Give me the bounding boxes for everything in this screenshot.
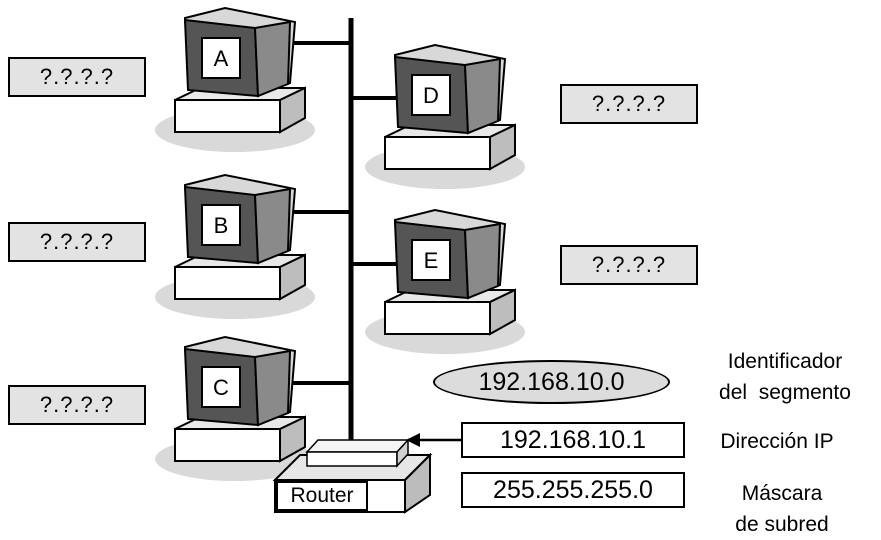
mask-description-line1: Máscara bbox=[741, 482, 823, 505]
router-card-side bbox=[396, 438, 409, 468]
segment-description-line2: del segmento bbox=[719, 381, 851, 404]
ip-box-c: ?.?.?.? bbox=[8, 385, 146, 425]
segment-description-line1: Identificador bbox=[727, 350, 843, 373]
ip-box-d: ?.?.?.? bbox=[560, 84, 698, 124]
gateway-description: Dirección IP bbox=[720, 430, 834, 453]
router-card-top bbox=[305, 439, 410, 453]
gateway-arrow-head bbox=[406, 433, 420, 447]
mask-description: Máscara de subred bbox=[707, 478, 857, 540]
ip-box-b: ?.?.?.? bbox=[8, 222, 146, 262]
router-card-front bbox=[306, 451, 398, 467]
computer-d-label: D bbox=[423, 83, 439, 108]
ip-box-a: ?.?.?.? bbox=[8, 57, 146, 97]
gateway-address-box: 192.168.10.1 bbox=[461, 422, 685, 458]
router-label: Router bbox=[276, 481, 368, 511]
computer-b-icon: B bbox=[155, 173, 315, 319]
computer-e-icon: E bbox=[365, 208, 525, 354]
computer-c-icon: C bbox=[155, 335, 315, 481]
subnet-mask-box: 255.255.255.0 bbox=[461, 472, 685, 508]
computer-a-label: A bbox=[214, 46, 229, 71]
segment-description: Identificador del segmento bbox=[700, 346, 870, 408]
computer-e-label: E bbox=[424, 248, 439, 273]
computer-a-icon: A bbox=[155, 6, 315, 152]
computer-b-label: B bbox=[214, 213, 229, 238]
computer-d-icon: D bbox=[365, 43, 525, 189]
computer-c-label: C bbox=[213, 375, 229, 400]
segment-id-oval: 192.168.10.0 bbox=[433, 360, 670, 404]
ip-box-e: ?.?.?.? bbox=[560, 245, 698, 285]
mask-description-line2: de subred bbox=[735, 513, 829, 536]
